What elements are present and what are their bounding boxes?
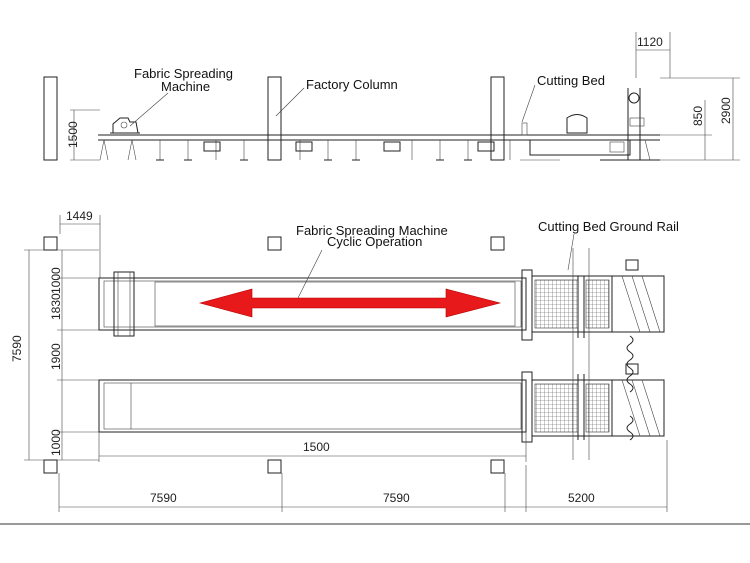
- cutting-bed-ground-rail: [572, 248, 634, 460]
- label-cutting-bed-ground-rail: Cutting Bed Ground Rail: [538, 219, 679, 234]
- dim-1830-text: 1830: [49, 293, 63, 320]
- label-cyclic-operation-1: Fabric Spreading Machine: [296, 223, 448, 238]
- dim-bottom-7590-left-text: 7590: [150, 491, 177, 505]
- leader-cutting-bed: [521, 84, 536, 123]
- dim-2900-text: 2900: [719, 97, 733, 124]
- spreading-table-upper: [98, 271, 527, 337]
- dim-1500-horizontal-text: 1500: [303, 440, 330, 454]
- dim-1000-bottom-text: 1000: [49, 429, 63, 456]
- dim-heights-right: 850 2900: [660, 77, 740, 161]
- cutting-bed-side: [520, 88, 660, 161]
- dim-bottom-5200-text: 5200: [568, 491, 595, 505]
- factory-column-2: [267, 76, 282, 161]
- leader-spreading-machine: [129, 92, 169, 127]
- plan-column-2: [267, 236, 282, 251]
- cyclic-operation-arrow: [198, 288, 502, 318]
- dim-bottom-7590-right-text: 7590: [383, 491, 410, 505]
- dim-1120: 1120: [635, 32, 671, 78]
- factory-column-3: [490, 76, 505, 161]
- side-elevation: 1500 1120 850 2900 Fabric Spreading Mach…: [43, 32, 740, 161]
- spreading-table-lower: [98, 379, 527, 433]
- dim-1500-horizontal: 1500: [98, 432, 527, 462]
- spreading-table-side: [98, 134, 522, 161]
- plan-column-1: [43, 236, 58, 251]
- label-fabric-spreading-machine-2: Machine: [161, 79, 210, 94]
- label-factory-column: Factory Column: [306, 77, 398, 92]
- leader-cyclic-operation: [297, 249, 323, 299]
- dim-1449-text: 1449: [66, 209, 93, 223]
- spreading-machine-side: [110, 117, 140, 134]
- label-cyclic-operation-2: Cyclic Operation: [327, 234, 422, 249]
- plan-column-4: [43, 459, 58, 474]
- plan-column-3: [490, 236, 505, 251]
- dim-1449: 1449: [59, 209, 101, 278]
- label-fabric-spreading-machine-1: Fabric Spreading: [134, 66, 233, 81]
- plan-view: Fabric Spreading Machine Cyclic Operatio…: [10, 209, 679, 512]
- plan-column-5: [267, 459, 282, 474]
- dim-side-1500-text: 1500: [66, 121, 80, 148]
- dim-850-text: 850: [691, 106, 705, 126]
- dim-side-1500: 1500: [66, 109, 100, 161]
- plan-column-6: [490, 459, 505, 474]
- cutting-bed-lower-plan: [521, 363, 665, 443]
- dim-1900-text: 1900: [49, 343, 63, 370]
- factory-column-1: [43, 76, 58, 161]
- leader-ground-rail: [567, 233, 575, 271]
- leader-factory-column: [275, 87, 305, 117]
- dim-bottom-chain: 7590 7590 5200: [58, 440, 668, 512]
- dim-stack-vertical: 1000 1830 1900 1000: [49, 249, 99, 461]
- label-cutting-bed: Cutting Bed: [537, 73, 605, 88]
- cutting-bed-upper-plan: [521, 259, 665, 341]
- dim-7590-vertical: 7590: [10, 249, 44, 461]
- dim-1000-top-text: 1000: [49, 267, 63, 294]
- dim-1120-text: 1120: [637, 35, 663, 49]
- dim-7590-vertical-text: 7590: [10, 335, 24, 362]
